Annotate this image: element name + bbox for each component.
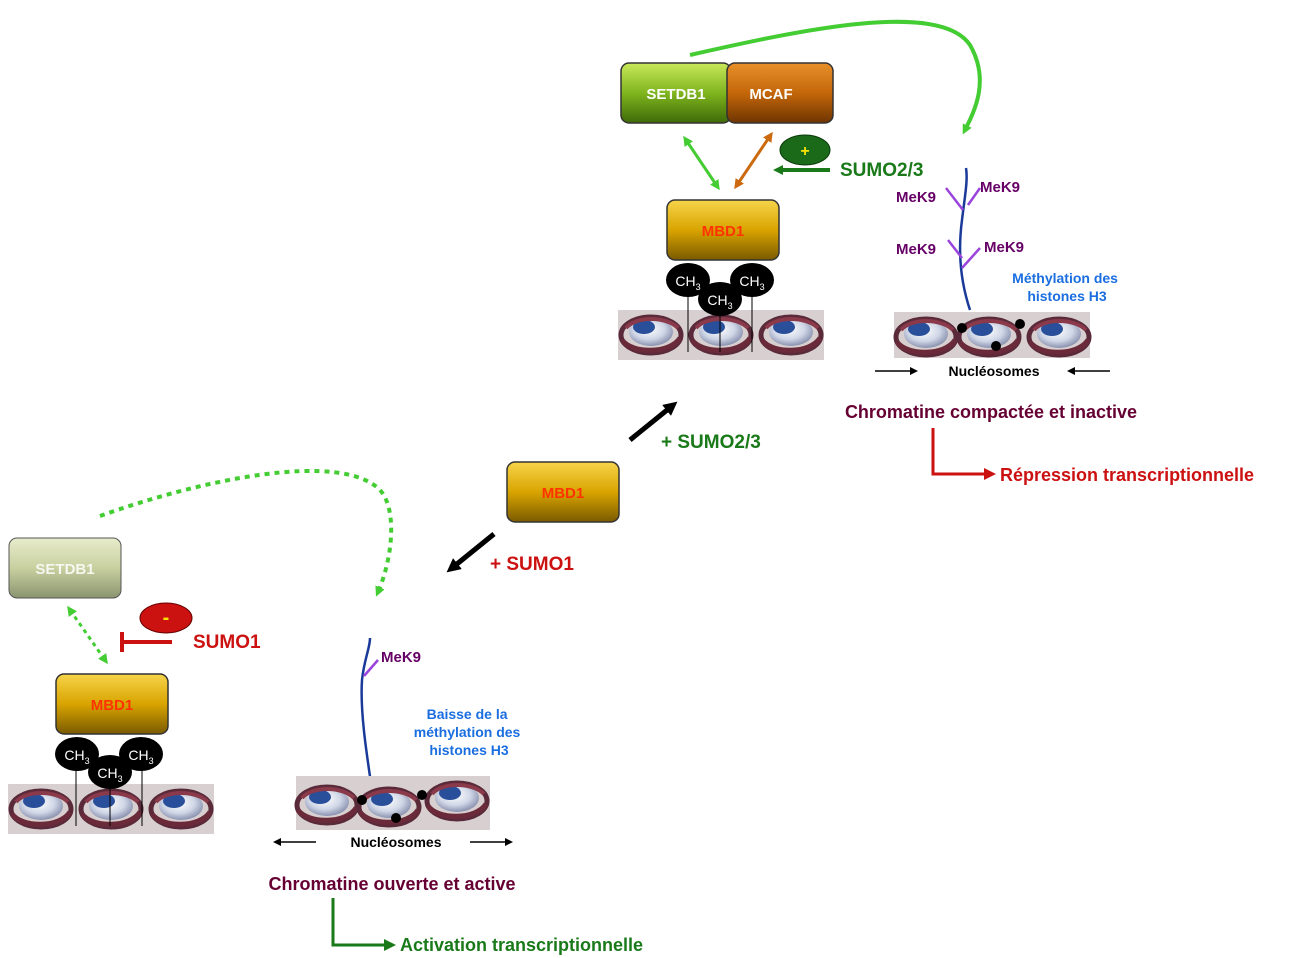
mbd1-box — [666, 199, 780, 261]
mbd1-label: MBD1 — [91, 697, 134, 714]
mbd1-center: MBD1 — [506, 461, 620, 523]
mbd1-bottom-left: MBD1 — [55, 673, 169, 735]
chromatin-state-open: Chromatine ouverte et active — [268, 874, 515, 894]
methylation-note: Méthylation des histones H3 — [1012, 270, 1122, 304]
svg-text:CH3: CH3 — [97, 765, 122, 784]
histone-h3-tail-methylated: MeK9 MeK9 MeK9 MeK9 Méthylation des hist… — [896, 167, 1122, 311]
setdb1-mcaf-complex: SETDB1 MCAF — [620, 62, 834, 124]
plus-sumo1-label: + SUMO1 — [490, 554, 574, 575]
setdb1-label: SETDB1 — [646, 86, 705, 103]
ch3-group: CH3 CH3 CH3 — [55, 737, 163, 789]
setdb1-label: SETDB1 — [35, 561, 94, 578]
mek9-label: MeK9 — [896, 241, 936, 258]
nucleosomes-methylated-dna-left: CH3 CH3 CH3 — [8, 737, 214, 834]
plus-badge — [779, 134, 831, 166]
repression-label: Répression transcriptionnelle — [1000, 465, 1254, 485]
mcaf-box — [726, 62, 834, 124]
mbd1-box — [506, 461, 620, 523]
setdb1-box — [8, 537, 122, 599]
repression-arrow — [931, 428, 996, 480]
mbd1-label: MBD1 — [702, 223, 745, 240]
mek9-label: MeK9 — [980, 179, 1020, 196]
sumo1-label: SUMO1 — [193, 632, 261, 653]
sumo23-label: SUMO2/3 — [840, 160, 923, 181]
h3-tail — [360, 637, 374, 791]
minus-badge — [139, 602, 193, 634]
svg-text:CH3: CH3 — [739, 273, 764, 292]
nucleosomes-label: Nucléosomes — [350, 834, 441, 850]
svg-text:CH3: CH3 — [128, 747, 153, 766]
setdb1-mbd1-interaction-arrow — [683, 135, 720, 191]
plus-sumo23-label: + SUMO2/3 — [661, 432, 761, 453]
mek9-label: MeK9 — [896, 189, 936, 206]
svg-text:CH3: CH3 — [64, 747, 89, 766]
minus-sign: - — [163, 607, 170, 629]
nucleosomes-label: Nucléosomes — [948, 363, 1039, 379]
mbd1-label: MBD1 — [542, 485, 585, 502]
ch3-group: CH3 CH3 CH3 — [666, 263, 774, 316]
nucleosomes-compact: Nucléosomes — [875, 312, 1110, 379]
nucleosomes-open: Nucléosomes — [273, 776, 513, 850]
mbd1-top-right: MBD1 — [666, 199, 780, 261]
mcaf-mbd1-interaction-arrow — [734, 131, 773, 190]
mcaf-label: MCAF — [749, 86, 792, 103]
sumo1-inhibition: - SUMO1 — [120, 602, 261, 653]
chromatin-state-compact: Chromatine compactée et inactive — [845, 402, 1137, 422]
mbd1-box — [55, 673, 169, 735]
h3-tail — [958, 167, 972, 311]
nucleosomes-methylated-dna: CH3 CH3 CH3 — [618, 263, 824, 360]
setdb1-to-chromatin-arrow — [689, 19, 982, 135]
mek9-label: MeK9 — [984, 239, 1024, 256]
plus-sign: + — [800, 143, 809, 160]
activation-label: Activation transcriptionnelle — [400, 935, 643, 955]
methylation-decrease-note: Baisse de la méthylation des histones H3 — [414, 706, 524, 758]
svg-text:CH3: CH3 — [707, 292, 732, 311]
sumo23-pathway-arrow — [628, 401, 678, 442]
histone-h3-tail-demethylated: MeK9 Baisse de la méthylation des histon… — [360, 637, 524, 791]
setdb1-dotted-arrow — [99, 468, 394, 597]
setdb1-faded: SETDB1 — [8, 537, 122, 599]
mek9-label: MeK9 — [381, 649, 421, 666]
svg-text:CH3: CH3 — [675, 273, 700, 292]
sumo23-positive-effect: + SUMO2/3 — [773, 134, 923, 181]
activation-arrow — [331, 898, 396, 951]
setdb1-mbd1-dotted-arrow — [67, 605, 108, 665]
sumo1-pathway-arrow — [446, 532, 496, 573]
